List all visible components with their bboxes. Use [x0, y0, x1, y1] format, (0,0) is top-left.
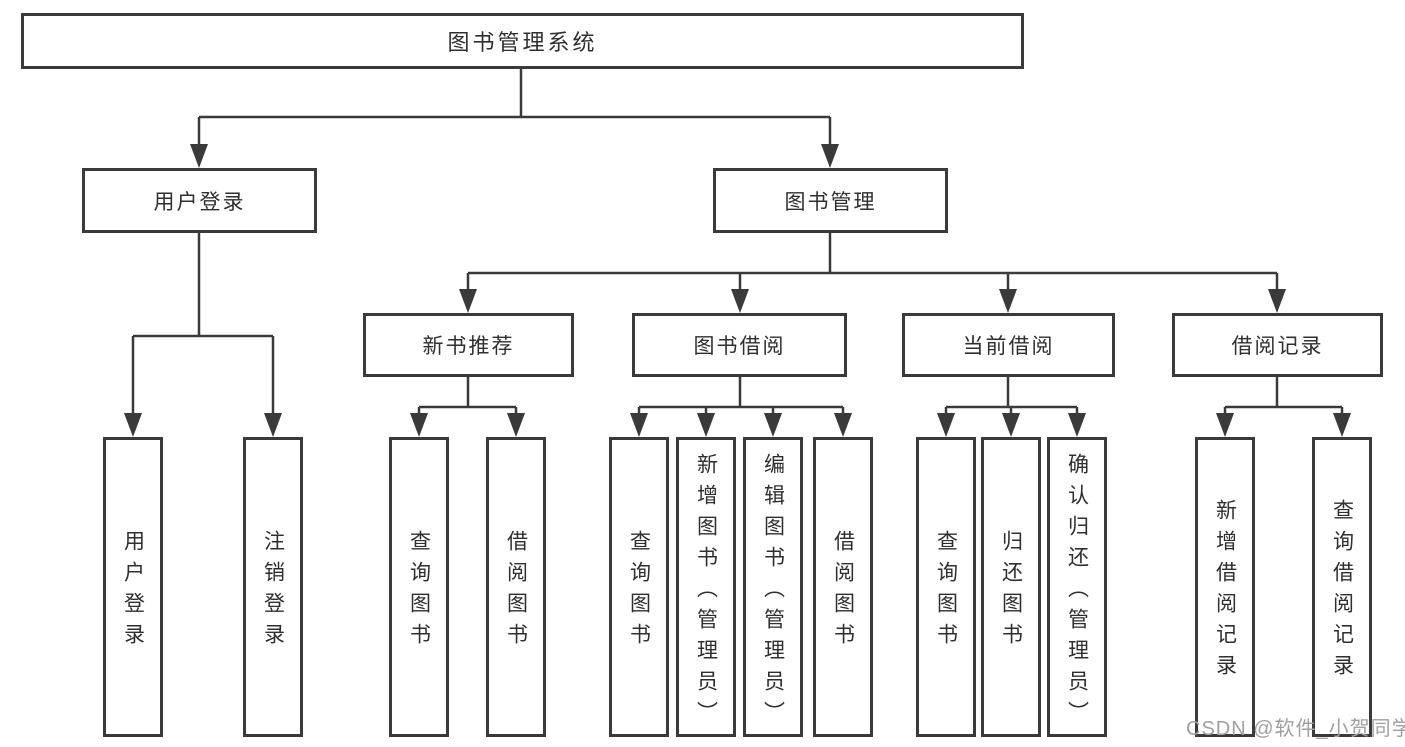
edge-user-login-to-leaves: [124, 233, 282, 437]
leaf-records-add-record-label: 新增借阅记录: [1213, 499, 1237, 685]
leaf-current-return-books-label: 归还图书: [999, 530, 1023, 654]
leaf-current-confirm-return-admin-label: 确认归还（管理员）: [1065, 452, 1089, 732]
node-new-book-recommend-label: 新书推荐: [422, 335, 515, 358]
node-borrow-records-label: 借阅记录: [1231, 335, 1324, 358]
leaf-borrow-borrow-books-label: 借阅图书: [831, 530, 855, 654]
edge-current-borrow-to-leaves: [937, 377, 1086, 437]
node-current-borrow: 当前借阅: [902, 313, 1115, 377]
leaf-current-confirm-return-admin: 确认归还（管理员）: [1047, 437, 1107, 737]
edge-book-borrow-to-leaves: [630, 377, 852, 437]
node-user-login-label: 用户登录: [153, 190, 246, 214]
leaf-borrow-edit-books-admin-label: 编辑图书（管理员）: [761, 452, 785, 732]
leaf-current-return-books: 归还图书: [981, 437, 1041, 737]
leaf-records-query-record: 查询借阅记录: [1312, 437, 1372, 737]
leaf-borrow-add-books-admin-label: 新增图书（管理员）: [694, 452, 718, 732]
leaf-borrow-query-books-label: 查询图书: [627, 530, 651, 654]
edge-new-book-recommend-to-leaves: [410, 377, 525, 437]
leaf-records-add-record: 新增借阅记录: [1195, 437, 1255, 737]
node-root-system: 图书管理系统: [21, 13, 1024, 69]
leaf-records-query-record-label: 查询借阅记录: [1330, 499, 1354, 685]
node-current-borrow-label: 当前借阅: [962, 335, 1055, 358]
node-book-borrow-label: 图书借阅: [693, 335, 786, 358]
leaf-recommend-borrow-books: 借阅图书: [486, 437, 546, 737]
leaf-borrow-borrow-books: 借阅图书: [813, 437, 873, 737]
leaf-recommend-borrow-books-label: 借阅图书: [504, 530, 528, 654]
node-book-management: 图书管理: [713, 168, 948, 233]
node-book-management-label: 图书管理: [784, 190, 877, 214]
leaf-borrow-add-books-admin: 新增图书（管理员）: [676, 437, 736, 737]
node-new-book-recommend: 新书推荐: [363, 313, 574, 377]
node-root-system-label: 图书管理系统: [447, 30, 598, 55]
edge-book-management-to-level3: [459, 233, 1286, 313]
leaf-logout: 注销登录: [243, 437, 303, 737]
leaf-current-query-books: 查询图书: [916, 437, 976, 737]
leaf-logout-label: 注销登录: [261, 530, 285, 654]
node-user-login: 用户登录: [82, 168, 317, 233]
leaf-borrow-query-books: 查询图书: [609, 437, 669, 737]
leaf-recommend-query-books: 查询图书: [389, 437, 449, 737]
node-borrow-records: 借阅记录: [1172, 313, 1383, 377]
edge-root-to-level2: [190, 69, 839, 168]
node-book-borrow: 图书借阅: [632, 313, 847, 377]
leaf-user-login: 用户登录: [103, 437, 163, 737]
leaf-user-login-label: 用户登录: [121, 530, 145, 654]
csdn-watermark: CSDN @软件_小贺同学: [1186, 718, 1405, 740]
edge-borrow-records-to-leaves: [1216, 377, 1351, 437]
leaf-recommend-query-books-label: 查询图书: [407, 530, 431, 654]
leaf-borrow-edit-books-admin: 编辑图书（管理员）: [743, 437, 803, 737]
leaf-current-query-books-label: 查询图书: [934, 530, 958, 654]
